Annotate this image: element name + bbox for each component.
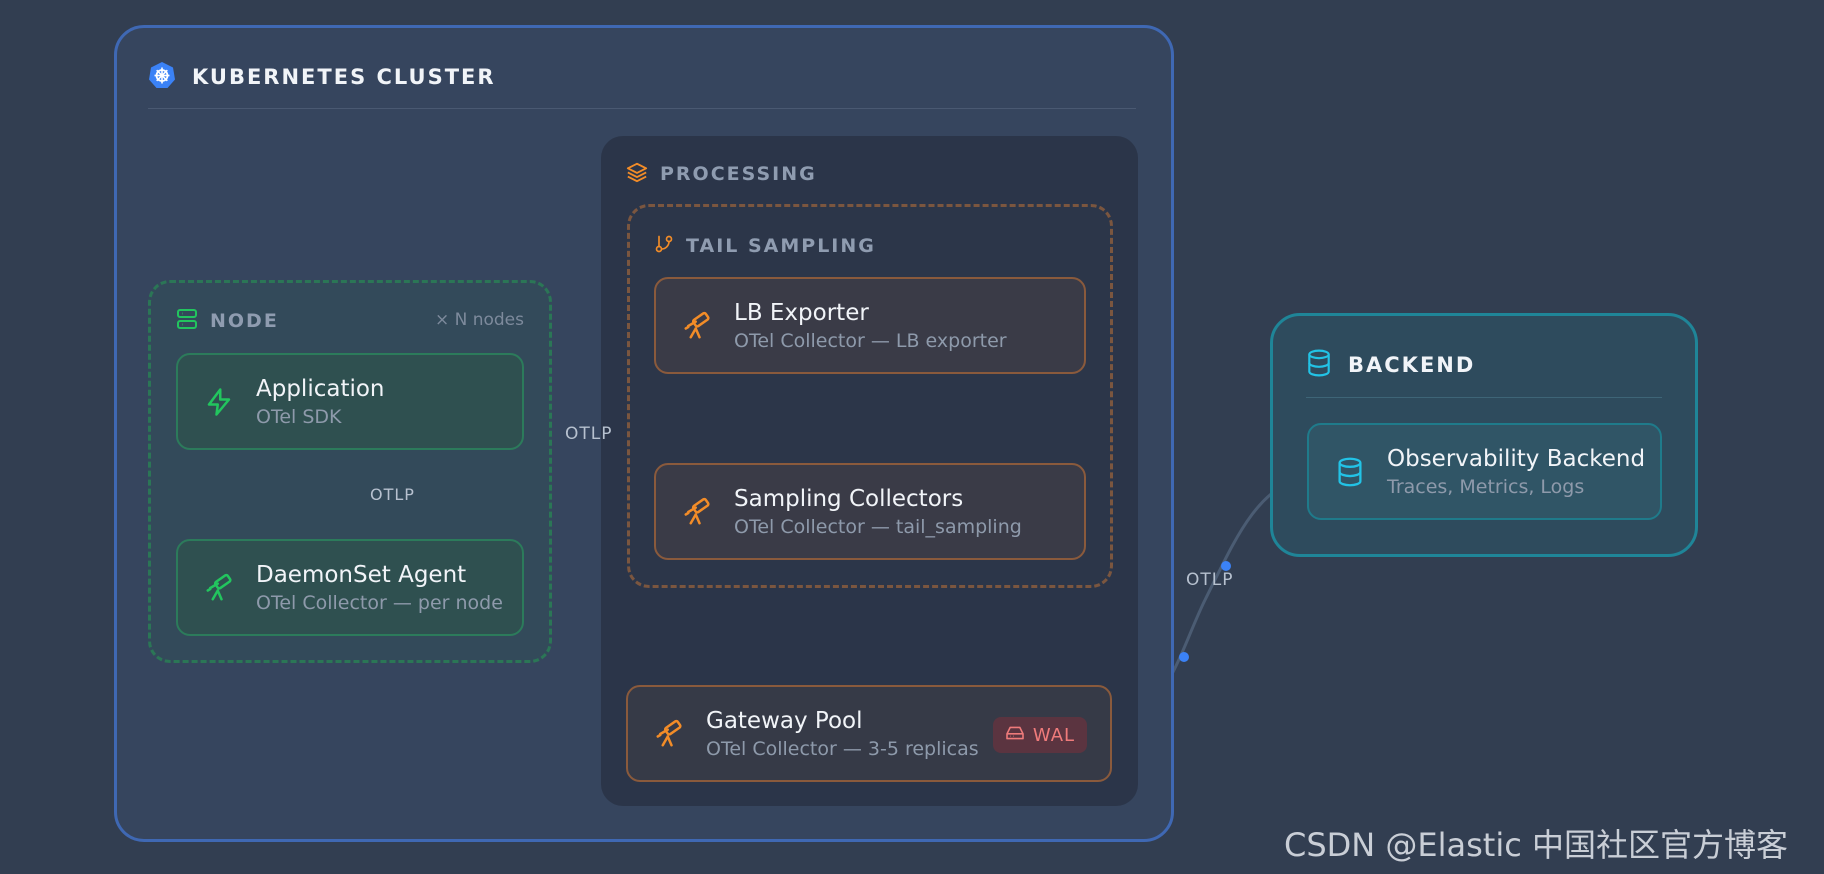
processing-title: PROCESSING: [660, 163, 817, 185]
observability-backend-name: Observability Backend: [1387, 445, 1646, 472]
database-icon: [1333, 455, 1367, 489]
hard-drive-icon: [1005, 725, 1025, 746]
sampling-collectors-name: Sampling Collectors: [734, 485, 964, 512]
node-header: NODE: [176, 306, 279, 336]
node-title: NODE: [210, 310, 279, 332]
sampling-collectors-card[interactable]: Sampling Collectors OTel Collector — tai…: [654, 463, 1086, 560]
cluster-header: KUBERNETES CLUSTER: [148, 60, 496, 94]
telescope-icon: [652, 717, 686, 751]
node-count: × N nodes: [434, 310, 524, 330]
application-card[interactable]: Application OTel SDK: [176, 353, 524, 450]
watermark: CSDN @Elastic 中国社区官方博客: [1284, 826, 1789, 864]
lb-exporter-name: LB Exporter: [734, 299, 869, 326]
database-icon: [1306, 349, 1332, 381]
processing-header: PROCESSING: [626, 160, 817, 188]
edge-label-agent-to-lb: OTLP: [565, 424, 613, 444]
lb-exporter-card[interactable]: LB Exporter OTel Collector — LB exporter: [654, 277, 1086, 374]
backend-title: BACKEND: [1348, 353, 1476, 377]
application-name: Application: [256, 375, 385, 402]
wal-label: WAL: [1032, 724, 1076, 746]
telescope-icon: [680, 309, 714, 343]
backend-header: BACKEND: [1306, 348, 1475, 382]
daemonset-name: DaemonSet Agent: [256, 561, 467, 588]
lb-exporter-sub: OTel Collector — LB exporter: [734, 329, 1007, 352]
gateway-pool-name: Gateway Pool: [706, 707, 863, 734]
backend-divider: [1306, 397, 1662, 398]
daemonset-agent-card[interactable]: DaemonSet Agent OTel Collector — per nod…: [176, 539, 524, 636]
tail-sampling-header: TAIL SAMPLING: [654, 232, 876, 260]
tail-sampling-title: TAIL SAMPLING: [686, 235, 876, 257]
kubernetes-icon: [148, 61, 176, 93]
lightning-icon: [202, 385, 236, 419]
layers-icon: [626, 161, 648, 187]
observability-backend-card[interactable]: Observability Backend Traces, Metrics, L…: [1307, 423, 1662, 520]
edge-label-app-to-agent: OTLP: [370, 485, 415, 504]
observability-backend-sub: Traces, Metrics, Logs: [1387, 475, 1585, 498]
git-branch-icon: [654, 234, 674, 258]
cluster-title: KUBERNETES CLUSTER: [192, 65, 496, 89]
cluster-divider: [148, 108, 1136, 109]
daemonset-sub: OTel Collector — per node: [256, 591, 503, 614]
server-icon: [176, 308, 198, 334]
edge-dot: [1179, 652, 1189, 662]
application-sub: OTel SDK: [256, 405, 342, 428]
sampling-collectors-sub: OTel Collector — tail_sampling: [734, 515, 1022, 538]
gateway-pool-sub: OTel Collector — 3-5 replicas: [706, 737, 979, 760]
wal-badge: WAL: [993, 717, 1087, 753]
telescope-icon: [680, 495, 714, 529]
edge-label-gateway-to-backend: OTLP: [1186, 570, 1234, 590]
edge-dot: [1221, 561, 1231, 571]
telescope-icon: [202, 571, 236, 605]
